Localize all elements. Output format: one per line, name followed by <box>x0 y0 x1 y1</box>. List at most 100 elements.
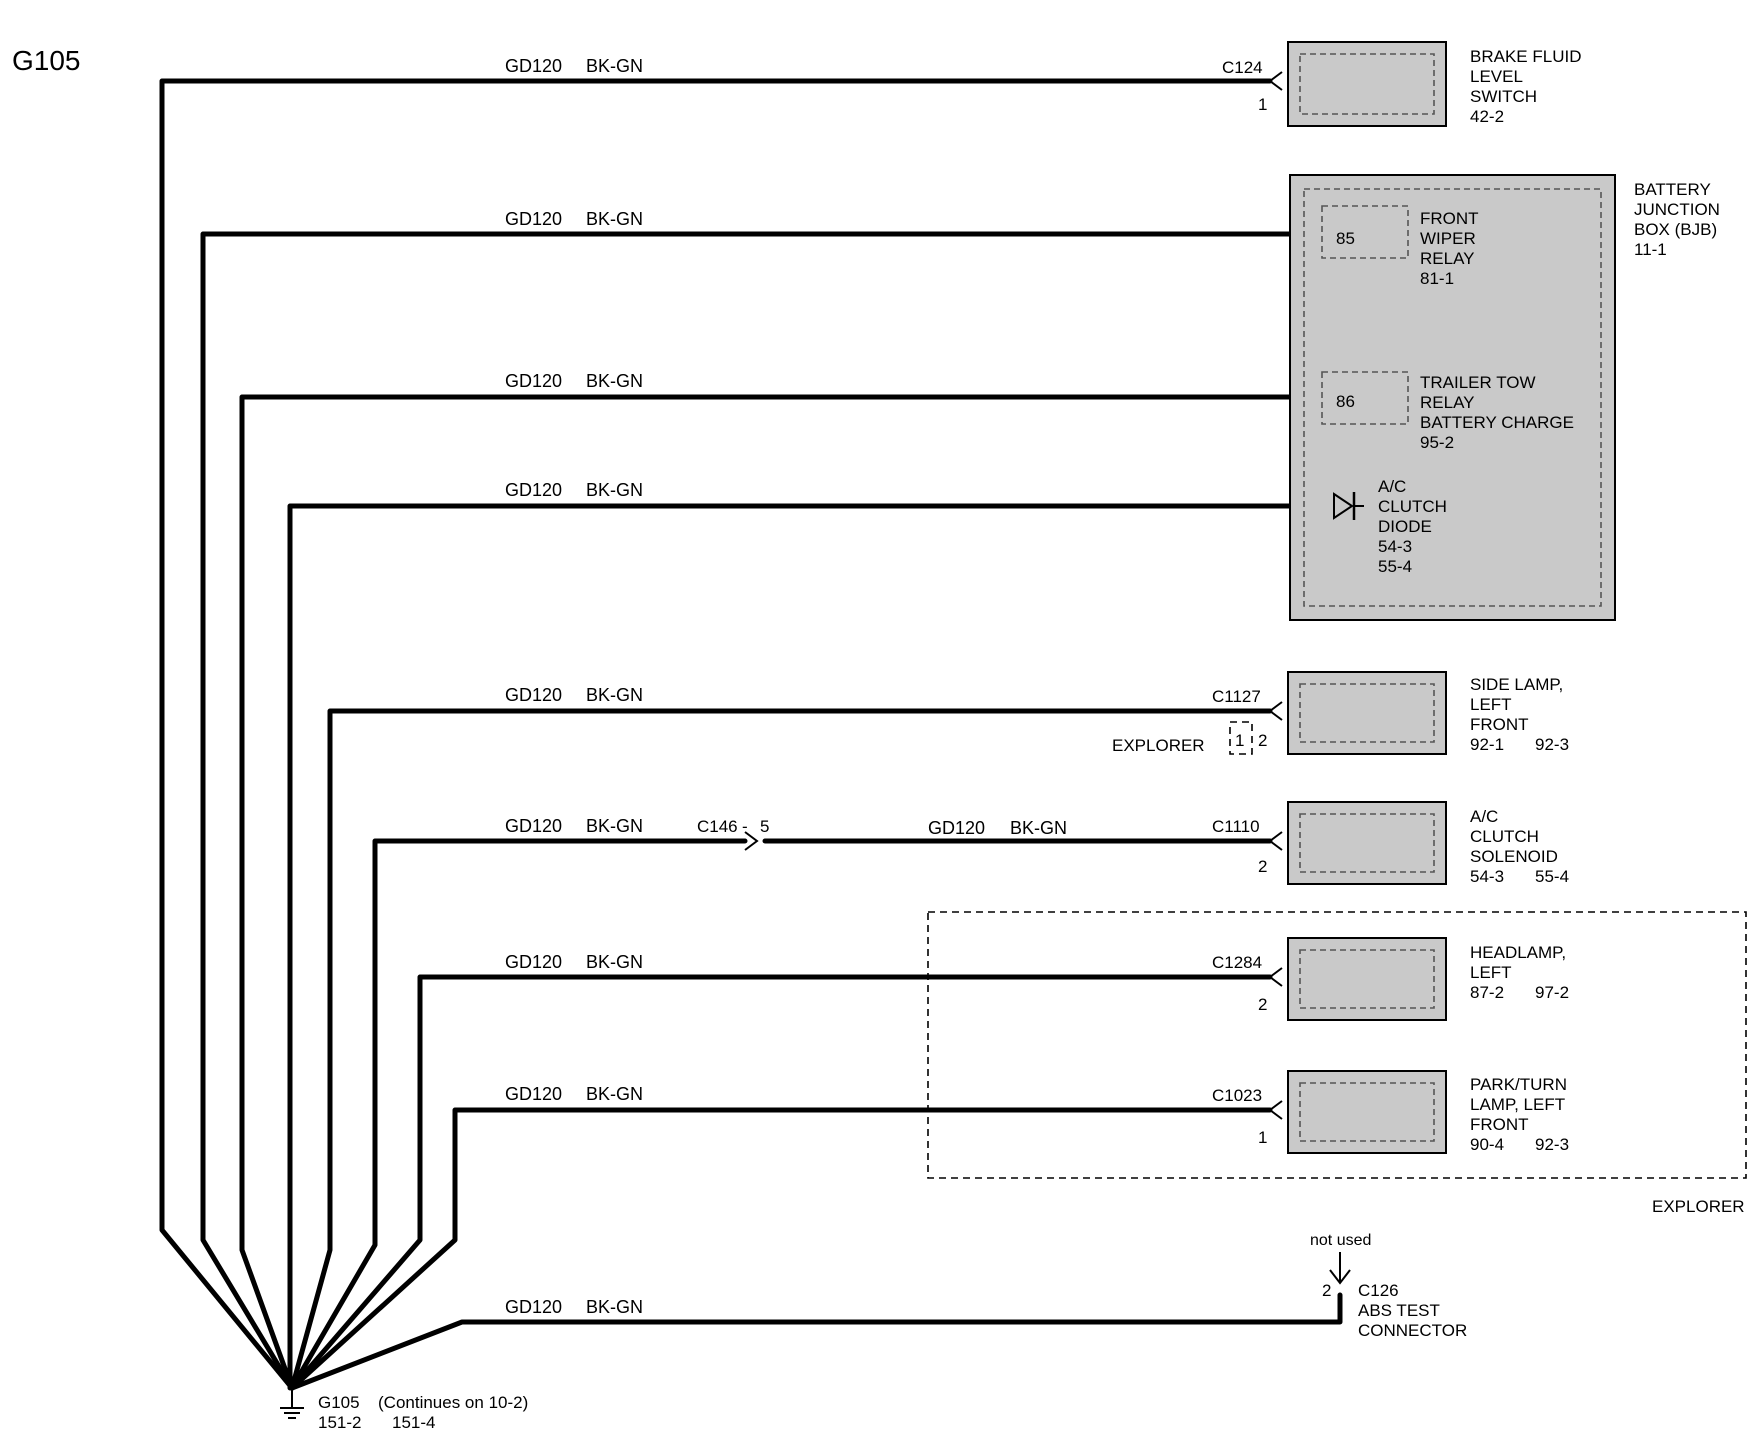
trailer-tow-relay-box <box>1321 371 1409 425</box>
component-label: LEFT <box>1470 695 1512 714</box>
pin-label: 2 <box>1258 731 1267 750</box>
component-label: FRONT <box>1470 1115 1529 1134</box>
explorer-region-label: EXPLORER <box>1652 1197 1745 1216</box>
component-label: BRAKE FLUID <box>1470 47 1581 66</box>
wire-color: BK-GN <box>586 1084 643 1104</box>
connector-label: C1110 <box>1212 817 1260 836</box>
brake-fluid-level-switch: C124 1 BRAKE FLUID LEVEL SWITCH 42-2 <box>1222 41 1581 127</box>
ground-ref: 151-4 <box>392 1413 435 1432</box>
relay-label: TRAILER TOW <box>1420 373 1536 392</box>
wire-color: BK-GN <box>586 371 643 391</box>
relay-label: WIPER <box>1420 229 1476 248</box>
inline-connector-icon <box>744 831 759 851</box>
relay-label: 81-1 <box>1420 269 1454 288</box>
component-label: PARK/TURN <box>1470 1075 1567 1094</box>
bjb-label: BATTERY <box>1634 180 1711 199</box>
wire-color: BK-GN <box>586 209 643 229</box>
component-label: 42-2 <box>1470 107 1504 126</box>
wire-park-turn <box>289 1107 1273 1391</box>
wire-color: BK-GN <box>586 952 643 972</box>
component-label: LAMP, LEFT <box>1470 1095 1565 1114</box>
wire-color: BK-GN <box>586 816 643 836</box>
wire-circuit: GD120 <box>505 56 562 76</box>
relay-label: RELAY <box>1420 249 1475 268</box>
component-label: HEADLAMP, <box>1470 943 1566 962</box>
park-turn-lamp-left-front: C1023 1 PARK/TURN LAMP, LEFT FRONT 90-4 … <box>1212 1070 1569 1154</box>
wire-circuit: GD120 <box>505 480 562 500</box>
component-label: SIDE LAMP, <box>1470 675 1563 694</box>
inline-pin-label: 5 <box>760 817 769 836</box>
component-label: LEFT <box>1470 963 1512 982</box>
ground-label: G105 <box>318 1393 360 1412</box>
component-box <box>1287 937 1447 1021</box>
wire-color: BK-GN <box>586 480 643 500</box>
diode-icon <box>1333 492 1364 520</box>
connector-label: C126 <box>1358 1281 1399 1300</box>
connector-label: C1023 <box>1212 1086 1262 1105</box>
component-label: CONNECTOR <box>1358 1321 1467 1340</box>
component-label: SOLENOID <box>1470 847 1558 866</box>
bjb-inner <box>1303 188 1602 607</box>
component-ref: 92-3 <box>1535 735 1569 754</box>
diode-label: 54-3 <box>1378 537 1412 556</box>
component-inner <box>1299 949 1435 1009</box>
relay-label: 95-2 <box>1420 433 1454 452</box>
connector-arrow-icon <box>1268 831 1283 851</box>
battery-junction-box: BATTERY JUNCTION BOX (BJB) 11-1 85 FRONT… <box>1289 174 1720 621</box>
component-inner <box>1299 1082 1435 1142</box>
pin-label: 86 <box>1336 392 1355 411</box>
page-label: G105 <box>12 45 81 76</box>
component-inner <box>1299 53 1435 115</box>
front-wiper-relay-box <box>1321 205 1409 259</box>
component-ref: 54-3 <box>1470 867 1504 886</box>
wire-ac-diode <box>287 503 1293 1391</box>
explorer-region-box <box>927 911 1747 1179</box>
not-used-label: not used <box>1310 1232 1371 1249</box>
side-lamp-left-front: C1127 EXPLORER 1 2 SIDE LAMP, LEFT FRONT… <box>1112 671 1569 755</box>
wire-labels: GD120 BK-GN GD120 BK-GN GD120 BK-GN GD12… <box>505 56 1067 1317</box>
relay-label: RELAY <box>1420 393 1475 412</box>
component-ref: 92-1 <box>1470 735 1504 754</box>
connector-arrow-icon <box>1268 701 1283 721</box>
wire-circuit: GD120 <box>505 685 562 705</box>
bjb-box <box>1289 174 1616 621</box>
component-ref: 97-2 <box>1535 983 1569 1002</box>
continues-note: (Continues on 10-2) <box>378 1393 528 1412</box>
component-box <box>1287 801 1447 885</box>
variant-label: EXPLORER <box>1112 736 1205 755</box>
pin-label: 1 <box>1258 1128 1267 1147</box>
ground-g105: G105 (Continues on 10-2) 151-2 151-4 <box>280 1388 528 1432</box>
component-ref: 92-3 <box>1535 1135 1569 1154</box>
connector-label: C124 <box>1222 58 1263 77</box>
component-label: SWITCH <box>1470 87 1537 106</box>
wire-circuit: GD120 <box>928 818 985 838</box>
wire-brake-fluid <box>159 78 1273 1391</box>
inline-connector-label: C146 <box>697 817 738 836</box>
connector-arrow-icon <box>1268 967 1283 987</box>
diode-label: CLUTCH <box>1378 497 1447 516</box>
component-label: LEVEL <box>1470 67 1523 86</box>
wire-bundle <box>159 78 1343 1391</box>
wire-abs-test <box>289 1292 1343 1391</box>
component-ref: 87-2 <box>1470 983 1504 1002</box>
wire-ac-solenoid-a <box>289 838 748 1391</box>
connector-arrow-icon <box>1268 71 1283 91</box>
relay-label: BATTERY CHARGE <box>1420 413 1574 432</box>
wire-circuit: GD120 <box>505 816 562 836</box>
component-label: A/C <box>1470 807 1498 826</box>
abs-test-connector: not used 2 C126 ABS TEST CONNECTOR <box>1310 1232 1467 1340</box>
inline-connector-dash: - <box>742 817 748 836</box>
component-inner <box>1299 813 1435 873</box>
wire-circuit: GD120 <box>505 1084 562 1104</box>
component-box <box>1287 1070 1447 1154</box>
pin-label: 1 <box>1258 95 1267 114</box>
component-box <box>1287 41 1447 127</box>
relay-label: FRONT <box>1420 209 1479 228</box>
pin-label: 2 <box>1258 995 1267 1014</box>
wire-headlamp <box>289 974 1273 1391</box>
wire-circuit: GD120 <box>505 952 562 972</box>
wire-color: BK-GN <box>586 56 643 76</box>
wire-color: BK-GN <box>586 1297 643 1317</box>
connector-label: C1284 <box>1212 953 1262 972</box>
